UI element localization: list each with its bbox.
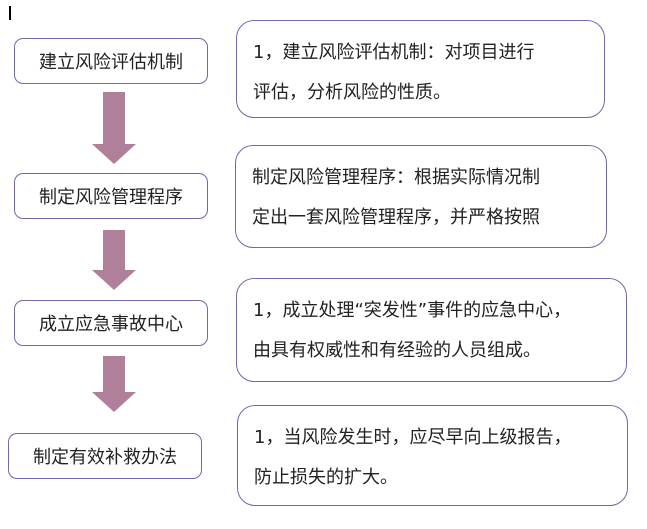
desc-line: 防止损失的扩大。 — [254, 467, 398, 488]
desc-box-4: 1，当风险发生时，应尽早向上级报告， 防止损失的扩大。 — [237, 405, 628, 506]
step-label: 制定风险管理程序 — [39, 187, 183, 208]
desc-line: 1，成立处理“突发性”事件的应急中心， — [253, 300, 572, 321]
step-box-4: 制定有效补救办法 — [8, 433, 202, 479]
desc-line: 制定风险管理程序：根据实际情况制 — [252, 167, 540, 188]
desc-line: 1，建立风险评估机制：对项目进行 — [253, 42, 535, 63]
desc-line: 定出一套风险管理程序，并严格按照 — [252, 207, 540, 228]
step-box-3: 成立应急事故中心 — [14, 300, 208, 346]
down-arrow-icon — [92, 230, 136, 292]
down-arrow-icon — [92, 92, 136, 166]
step-label: 制定有效补救办法 — [33, 447, 177, 468]
desc-box-3: 1，成立处理“突发性”事件的应急中心， 由具有权威性和有经验的人员组成。 — [236, 278, 627, 382]
step-box-2: 制定风险管理程序 — [14, 173, 208, 219]
desc-line: 由具有权威性和有经验的人员组成。 — [253, 340, 541, 361]
text-cursor — [9, 6, 11, 20]
desc-line: 评估，分析风险的性质。 — [253, 82, 451, 103]
desc-line: 1，当风险发生时，应尽早向上级报告， — [254, 427, 572, 448]
desc-box-1: 1，建立风险评估机制：对项目进行 评估，分析风险的性质。 — [236, 20, 605, 118]
desc-box-2: 制定风险管理程序：根据实际情况制 定出一套风险管理程序，并严格按照 — [235, 145, 607, 248]
step-box-1: 建立风险评估机制 — [14, 38, 208, 84]
step-label: 建立风险评估机制 — [39, 52, 183, 73]
step-label: 成立应急事故中心 — [39, 314, 183, 335]
down-arrow-icon — [92, 356, 136, 414]
